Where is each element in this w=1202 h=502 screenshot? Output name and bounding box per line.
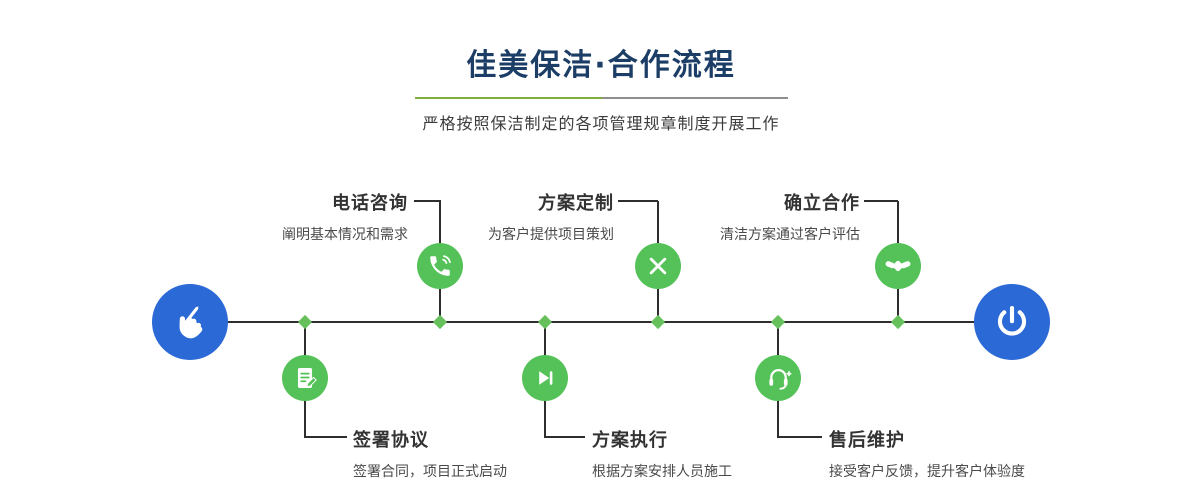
step-node-establish-cooperation [875,243,921,289]
pencil-ruler-icon [649,257,667,275]
step-title: 签署协议 [353,430,429,451]
connector-line [439,289,441,318]
connector-line [777,436,822,438]
timeline-start-node [152,284,228,360]
step-node-plan-customization [635,243,681,289]
power-icon [997,306,1027,336]
page-subtitle: 严格按照保洁制定的各项管理规章制度开展工作 [422,114,780,133]
timeline-diamond [650,314,666,330]
step-node-after-sales-support [755,355,801,401]
headset-icon [768,368,792,390]
connector-line [897,289,899,318]
step-node-sign-agreement [282,355,328,401]
connector-line [439,201,441,243]
step-desc: 签署合同，项目正式启动 [353,464,507,480]
timeline-diamond [890,314,906,330]
connector-line [777,400,779,438]
step-desc: 根据方案安排人员施工 [592,464,732,480]
connector-line [897,201,899,243]
step-desc: 阐明基本情况和需求 [282,227,408,243]
timeline-diamond [770,314,786,330]
pointing-hand-icon [179,305,203,339]
step-title: 电话咨询 [332,193,408,214]
divider-gray-segment [602,97,788,99]
step-title: 确立合作 [784,193,860,214]
step-node-plan-execution [522,355,568,401]
connector-line [864,200,898,202]
connector-line [304,400,306,438]
step-text: 售后维护 接受客户反馈，提升客户体验度 [829,426,1159,481]
timeline-diamond [537,314,553,330]
connector-line [304,436,347,438]
divider-green-segment [415,97,602,99]
connector-line [657,289,659,318]
step-text: 方案定制 为客户提供项目策划 [334,189,614,244]
connector-line [618,200,658,202]
step-desc: 接受客户反馈，提升客户体验度 [829,464,1025,480]
timeline-line [190,321,1012,323]
timeline-diamond [432,314,448,330]
step-text: 方案执行 根据方案安排人员施工 [592,426,922,481]
step-desc: 为客户提供项目策划 [488,227,614,243]
connector-line [544,400,546,438]
step-desc: 清洁方案通过客户评估 [720,227,860,243]
step-text: 确立合作 清洁方案通过客户评估 [580,189,860,244]
page-title: 佳美保洁·合作流程 [466,48,736,83]
timeline-end-node [974,284,1050,360]
handshake-icon [885,260,911,272]
connector-line [777,327,779,356]
connector-line [544,327,546,356]
step-title: 售后维护 [829,430,905,451]
phone-icon [430,255,451,276]
step-node-phone-consultation [417,243,463,289]
play-icon [539,371,553,385]
connector-line [544,436,585,438]
step-text: 电话咨询 阐明基本情况和需求 [128,189,408,244]
timeline-diamond [297,314,313,330]
step-title: 方案执行 [592,430,668,451]
contract-icon [297,368,317,388]
step-text: 签署协议 签署合同，项目正式启动 [353,426,683,481]
title-divider [415,97,788,99]
connector-line [304,327,306,356]
connector-line [657,201,659,243]
connector-line [414,200,441,202]
step-title: 方案定制 [538,193,614,214]
